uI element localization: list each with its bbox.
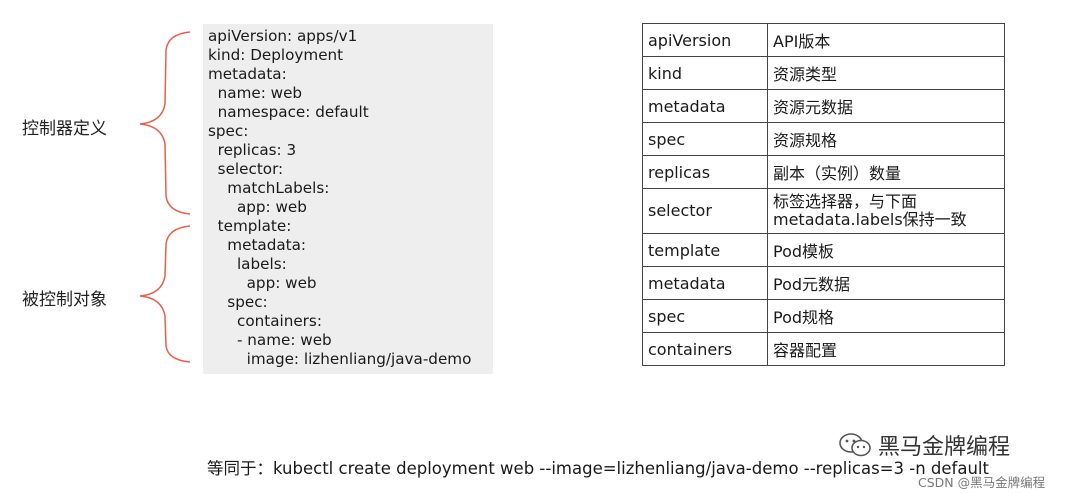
code-line: metadata: (208, 236, 307, 254)
table-row: metadata 资源元数据 (642, 89, 1005, 123)
code-line: kind: Deployment (208, 46, 344, 64)
field-key: metadata (642, 89, 768, 123)
code-line: - name: web (208, 331, 332, 349)
code-line: metadata: (208, 65, 287, 83)
table-row: template Pod模板 (642, 233, 1005, 267)
code-line: app: web (208, 274, 317, 292)
field-key: selector (642, 188, 768, 234)
code-line: name: web (208, 84, 303, 102)
code-line: labels: (208, 255, 287, 273)
code-line: matchLabels: (208, 179, 330, 197)
equivalent-command: 等同于：kubectl create deployment web --imag… (207, 459, 989, 478)
code-line: spec: (208, 293, 268, 311)
field-desc: API版本 (767, 23, 1005, 57)
table-row: spec Pod规格 (642, 299, 1005, 333)
table-row: containers 容器配置 (642, 332, 1005, 366)
field-desc: 容器配置 (767, 332, 1005, 366)
wechat-icon (839, 433, 871, 457)
table-row: apiVersion API版本 (642, 23, 1005, 57)
code-line: namespace: default (208, 103, 369, 121)
field-key: spec (642, 299, 768, 333)
field-key: replicas (642, 155, 768, 189)
code-line: replicas: 3 (208, 141, 297, 159)
code-line: spec: (208, 122, 249, 140)
field-desc-line1: 标签选择器，与下面 (773, 192, 918, 211)
field-key: metadata (642, 266, 768, 300)
controller-definition-label: 控制器定义 (22, 119, 107, 139)
field-desc: 资源规格 (767, 122, 1005, 156)
brace-top (139, 31, 191, 215)
field-desc: Pod模板 (767, 233, 1005, 267)
code-line: apiVersion: apps/v1 (208, 27, 358, 45)
field-key: spec (642, 122, 768, 156)
field-desc-line2: metadata.labels保持一致 (773, 210, 967, 229)
table-row: replicas 副本（实例）数量 (642, 155, 1005, 189)
field-desc: Pod元数据 (767, 266, 1005, 300)
controlled-object-label: 被控制对象 (22, 290, 107, 310)
field-desc: Pod规格 (767, 299, 1005, 333)
field-definition-table: apiVersion API版本 kind 资源类型 metadata 资源元数… (642, 23, 1005, 366)
field-key: apiVersion (642, 23, 768, 57)
table-row: metadata Pod元数据 (642, 266, 1005, 300)
code-line: app: web (208, 198, 307, 216)
field-key: containers (642, 332, 768, 366)
field-key: template (642, 233, 768, 267)
field-key: kind (642, 56, 768, 90)
brace-bottom (139, 225, 191, 363)
table-row: kind 资源类型 (642, 56, 1005, 90)
braces-graphic (139, 31, 191, 363)
field-desc: 资源类型 (767, 56, 1005, 90)
code-line: template: (208, 217, 292, 235)
table-row: spec 资源规格 (642, 122, 1005, 156)
watermark: 黑马金牌编程 (838, 429, 1010, 461)
field-desc: 资源元数据 (767, 89, 1005, 123)
watermark-brand: 黑马金牌编程 (878, 435, 1011, 460)
code-line: containers: (208, 312, 322, 330)
csdn-credit: CSDN @黑马金牌编程 (918, 475, 1046, 490)
code-line: selector: (208, 160, 284, 178)
code-line: image: lizhenliang/java-demo (208, 350, 472, 368)
field-desc: 副本（实例）数量 (767, 155, 1005, 189)
